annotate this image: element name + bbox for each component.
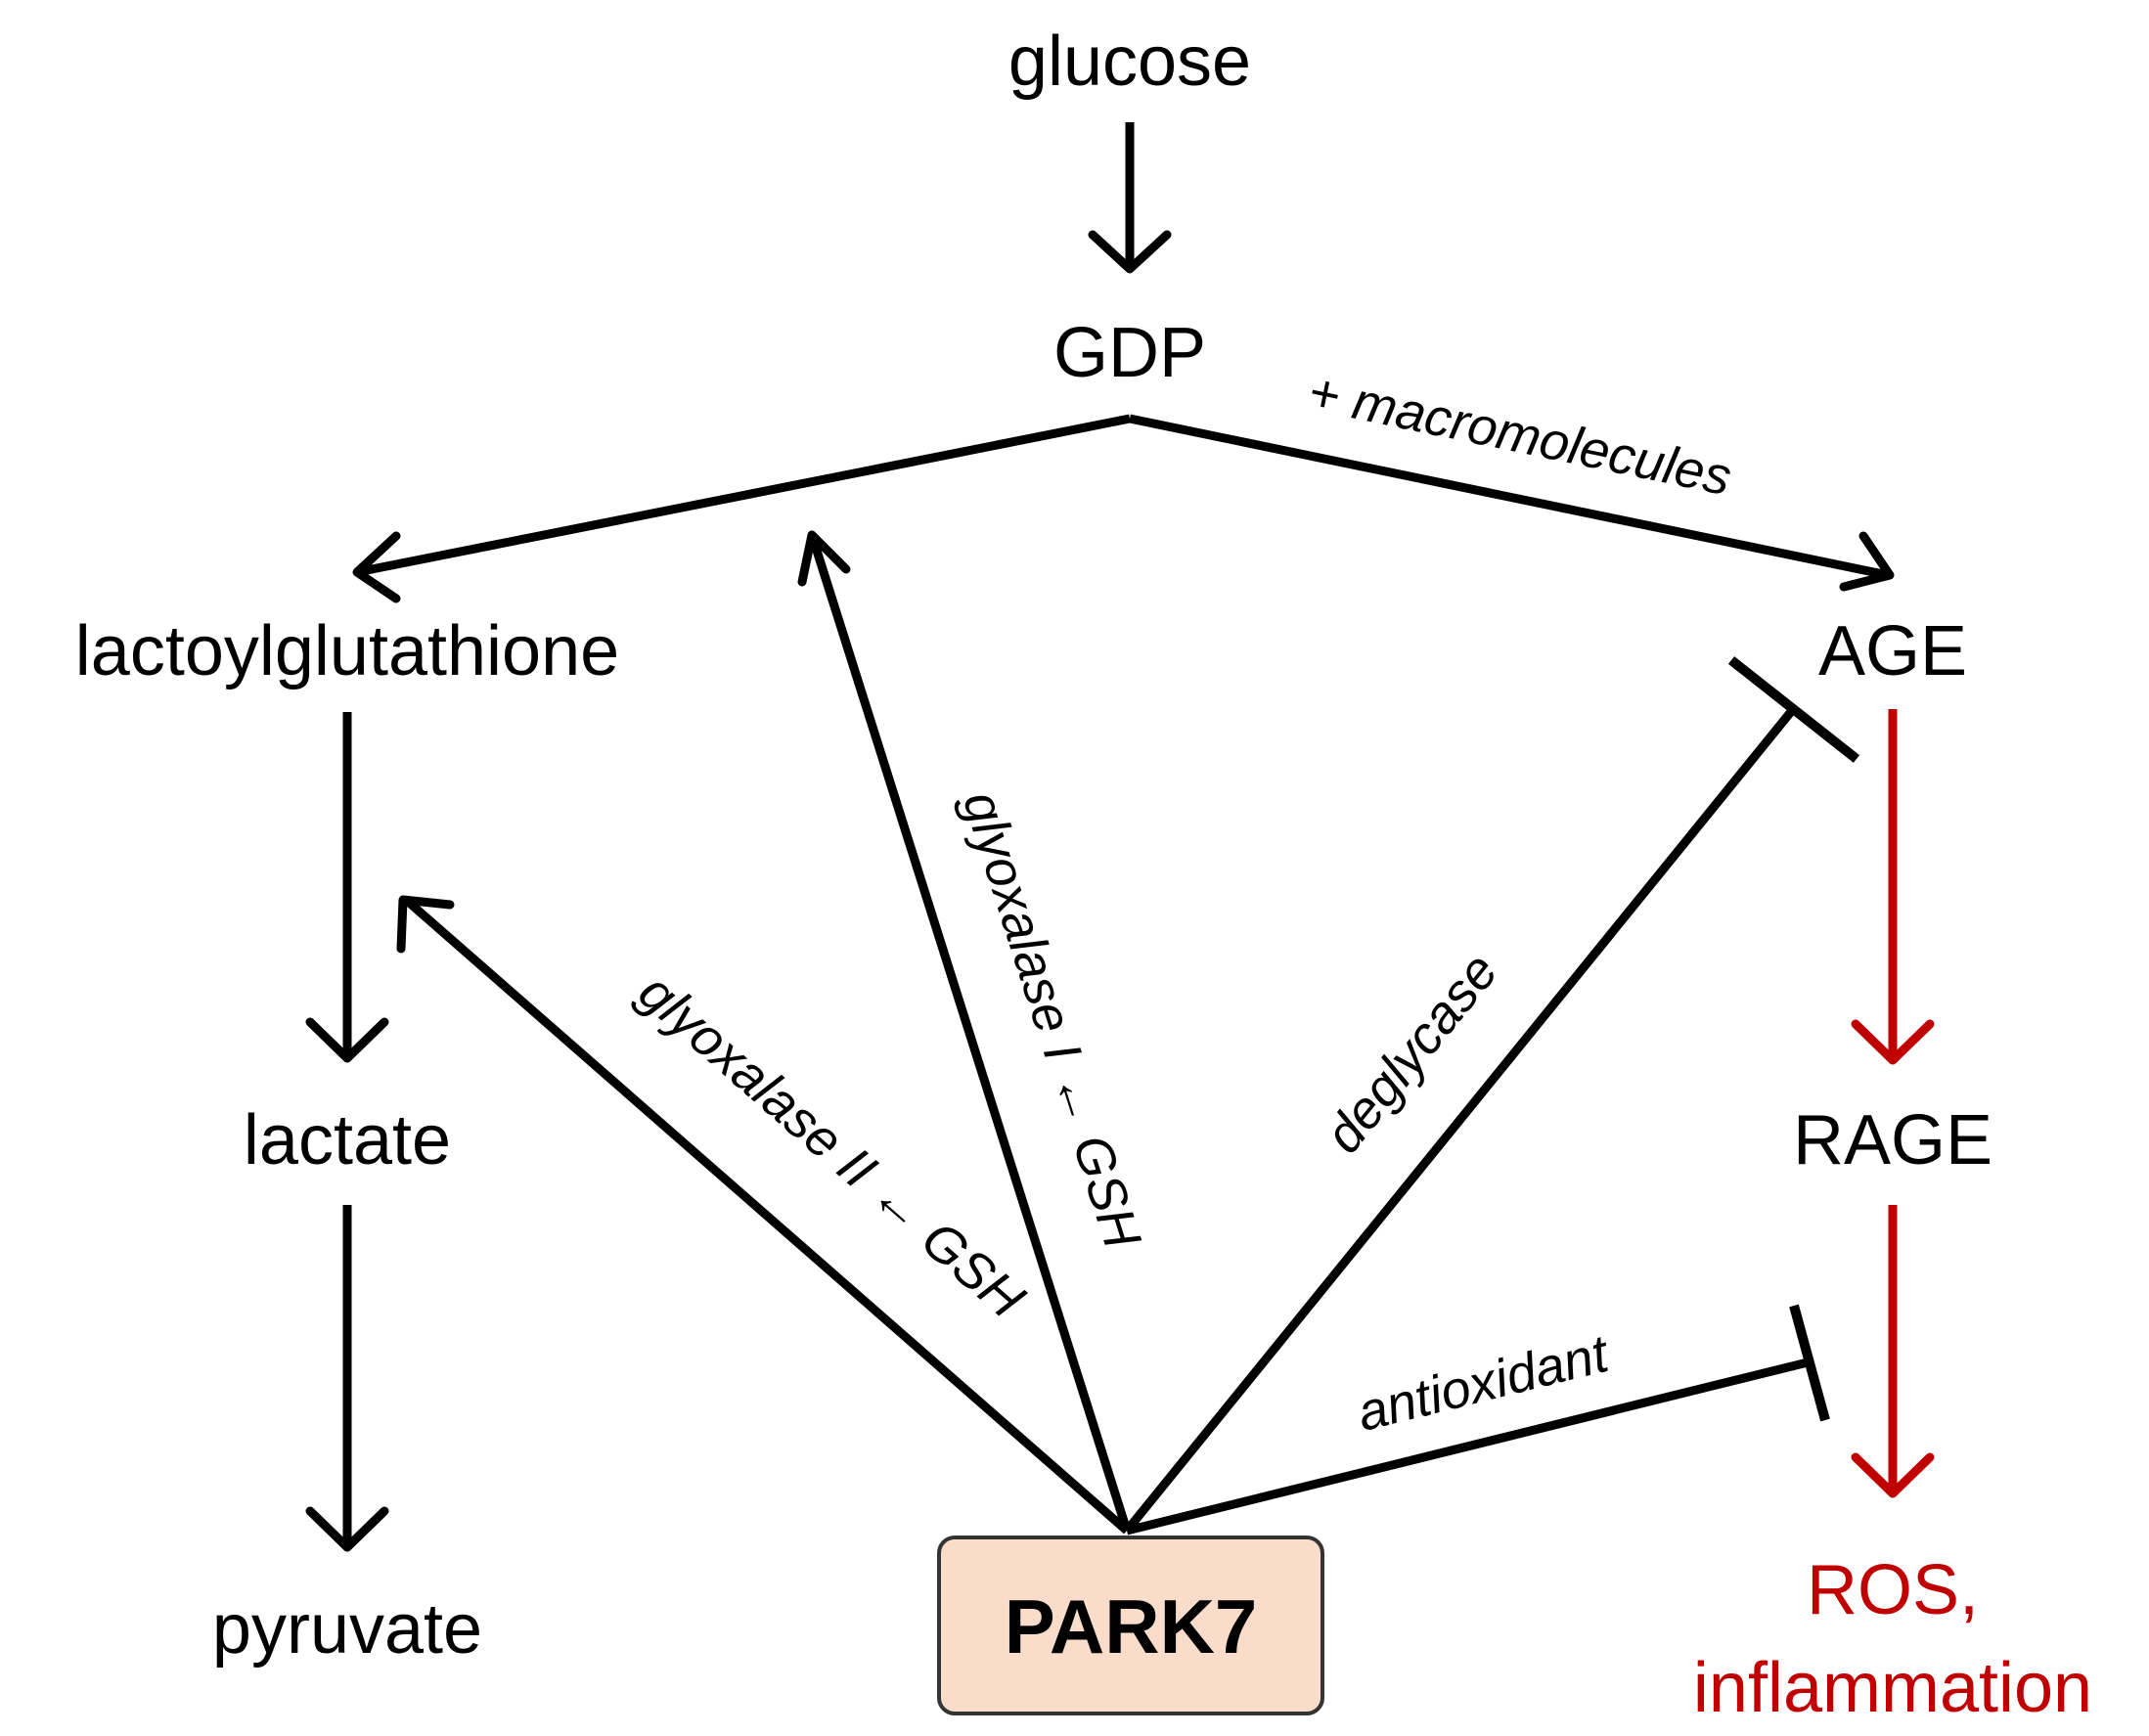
node-pyruvate: pyruvate xyxy=(212,1590,482,1669)
arrowhead-lactoylglutathione-lactate xyxy=(305,1017,389,1063)
arrow-gdp-lactoylglutathione xyxy=(356,414,1131,577)
inhibition-park7-ros xyxy=(1125,1357,1813,1536)
inhibition-bar-ros xyxy=(1789,1304,1830,1422)
node-ros: ROS, xyxy=(1807,1551,1979,1629)
arrowhead-gdp-age xyxy=(1839,531,1895,592)
node-inflammation: inflammation xyxy=(1693,1649,2092,1727)
label-glyoxalase-1: glyoxalase I ← GSH xyxy=(952,784,1152,1256)
label-deglycase: deglycase xyxy=(1314,942,1509,1164)
arrowhead-rage-ros xyxy=(1851,1452,1935,1498)
label-antioxidant: antioxidant xyxy=(1352,1324,1616,1443)
arrowhead-lactate-pyruvate xyxy=(305,1506,389,1552)
arrowhead-park7-lactoylglutathione xyxy=(396,895,455,954)
arrowhead-glucose-gdp xyxy=(1088,230,1172,274)
node-rage: RAGE xyxy=(1793,1101,1992,1180)
node-gdp: GDP xyxy=(1053,314,1206,392)
node-park7: PARK7 xyxy=(1005,1583,1258,1669)
node-glucose: glucose xyxy=(1008,22,1251,101)
arrowhead-gdp-lactoylglutathione xyxy=(352,531,401,603)
node-lactate: lactate xyxy=(244,1101,451,1180)
arrow-park7-gdp xyxy=(807,533,1132,1533)
inhibition-bar-age xyxy=(1727,656,1860,763)
inhibition-park7-age xyxy=(1123,705,1798,1534)
arrowhead-age-rage xyxy=(1851,1019,1935,1065)
park7-box xyxy=(937,1536,1324,1715)
arrow-park7-lactoylglutathione xyxy=(403,896,1130,1535)
arrowhead-park7-gdp xyxy=(797,530,851,587)
label-macromolecules: + macromolecules xyxy=(1303,362,1736,507)
node-age: AGE xyxy=(1818,612,1967,690)
node-lactoylglutathione: lactoylglutathione xyxy=(75,612,619,690)
arrow-gdp-age xyxy=(1129,414,1889,580)
